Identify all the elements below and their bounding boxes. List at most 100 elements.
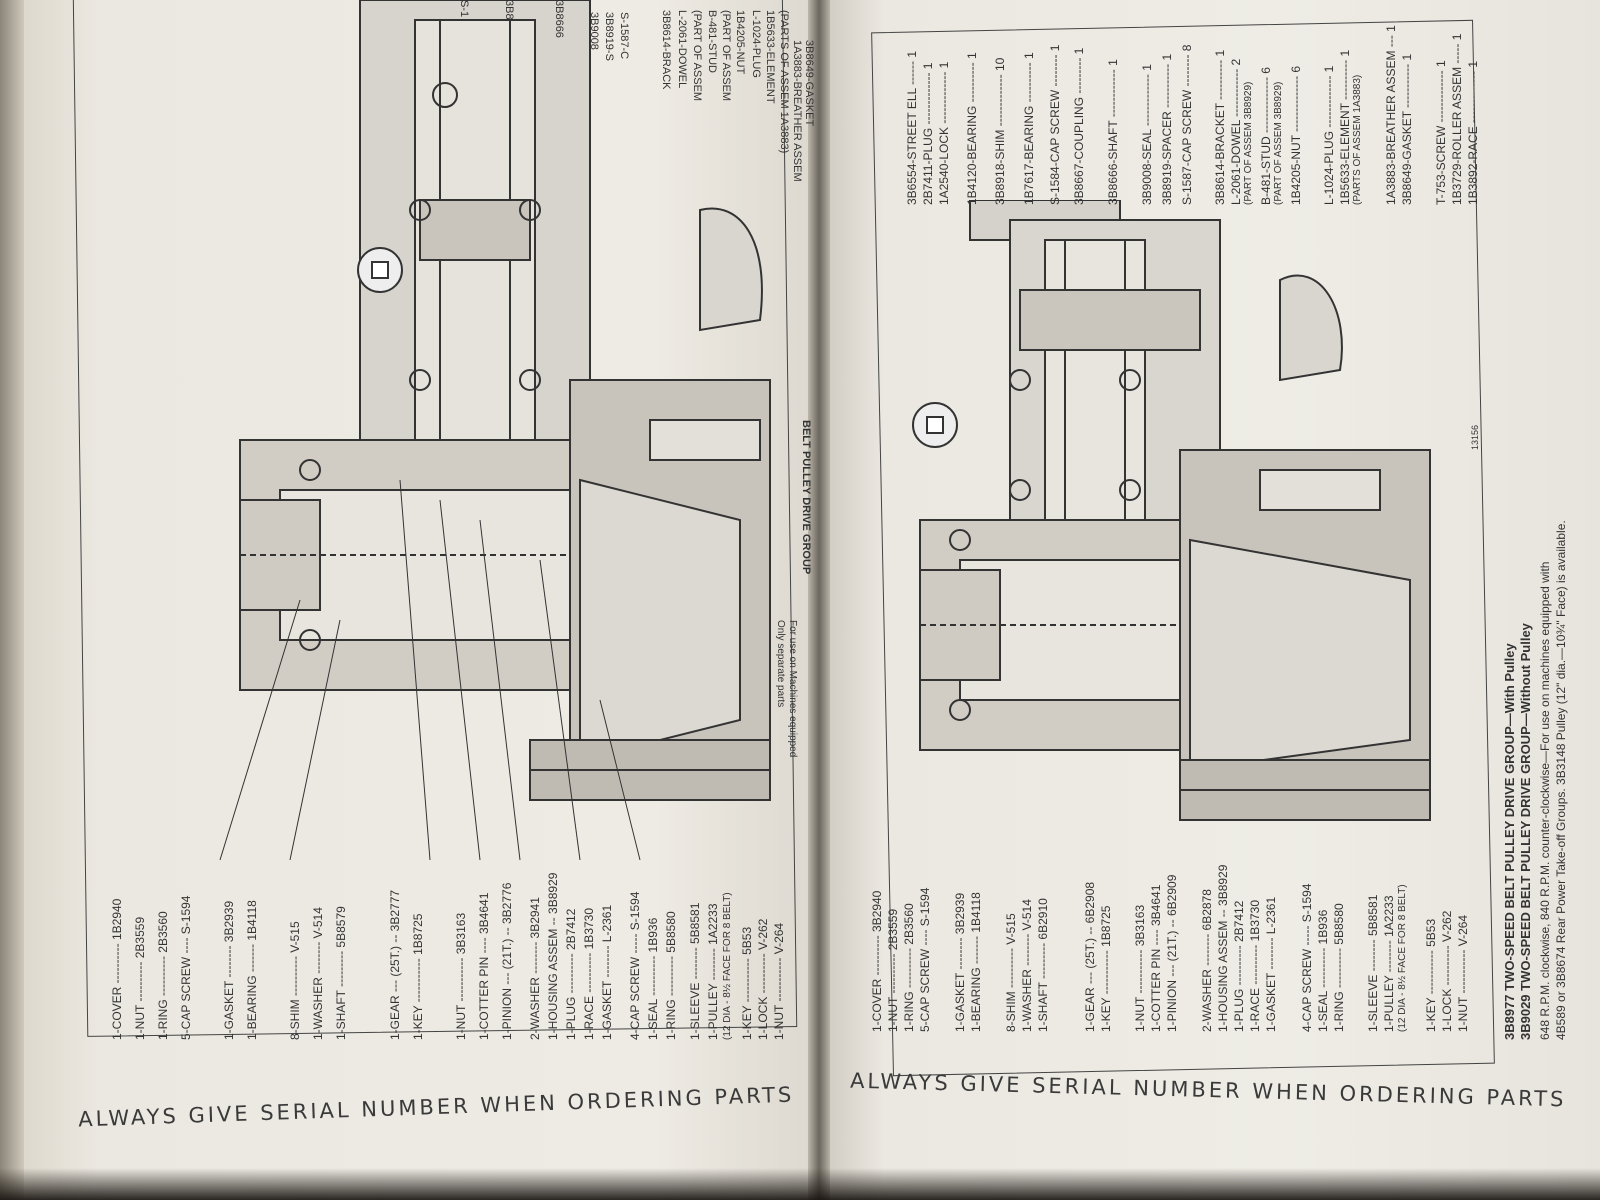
right-part-line: 4-CAP SCREW ----- S-1594 xyxy=(1300,883,1314,1032)
right-part-line: 2-WASHER -------- 6B2878 xyxy=(1200,889,1214,1032)
right-top-part: T-753-SCREW ------------- 1 xyxy=(1434,60,1448,205)
right-top-part: 1B3729-ROLLER ASSEM ----- 1 xyxy=(1450,33,1464,205)
left-part-line: 1-GASKET -------- L-2361 xyxy=(600,904,614,1040)
right-top-part: 2B7411-PLUG ------------- 1 xyxy=(921,62,935,205)
left-part-line: 1-NUT ----------- V-264 xyxy=(772,922,786,1040)
table-shadow xyxy=(0,1168,1600,1200)
caption-title-without-pulley: 3B9029 TWO-SPEED BELT PULLEY DRIVE GROUP… xyxy=(1518,623,1533,1040)
left-top-part: 3B8614-BRACK xyxy=(660,10,672,90)
left-part-line: 1-PULLEY -------- 1A2233 xyxy=(706,903,720,1041)
right-top-part: 1B7617-BEARING ---------- 1 xyxy=(1022,52,1036,205)
left-top-part: 3B8919-S xyxy=(603,12,615,61)
right-part-line: 1-GEAR --- (25T.) -- 6B2908 xyxy=(1083,881,1097,1032)
right-part-line: 1-COTTER PIN ---- 3B4641 xyxy=(1149,884,1163,1032)
figure-number: 13156 xyxy=(1470,424,1480,450)
caption-title-with-pulley: 3B8977 TWO-SPEED BELT PULLEY DRIVE GROUP… xyxy=(1502,643,1517,1040)
left-top-part: 1A3883-BREATHER ASSEM xyxy=(791,40,803,182)
right-top-part: S-1587-CAP SCREW -------- 8 xyxy=(1180,44,1194,205)
left-top-part: S-1 xyxy=(458,0,470,18)
right-part-line: 1-PLUG ---------- 2B7412 xyxy=(1232,900,1246,1032)
right-part-line: 8-SHIM ---------- V-515 xyxy=(1004,913,1018,1032)
right-top-part: 1B3892-RACE ------------- 1 xyxy=(1466,61,1480,205)
right-part-line: 1-GASKET -------- L-2361 xyxy=(1264,896,1278,1032)
left-top-part: 3B8666 xyxy=(553,0,565,38)
left-caption-title: BELT PULLEY DRIVE GROUP xyxy=(800,420,812,575)
left-part-line: 1-HOUSING ASSEM -- 3B8929 xyxy=(546,872,560,1040)
left-exploded-diagram xyxy=(219,0,771,860)
right-part-line: 1-RING ---------- 2B3560 xyxy=(902,903,916,1032)
book-gutter xyxy=(808,0,830,1200)
right-top-part: (PARTS OF ASSEM 1A3883) xyxy=(1352,74,1363,205)
right-part-line: 1-NUT ----------- 3B3163 xyxy=(1133,904,1147,1032)
left-top-part: (PART OF ASSEM xyxy=(691,10,703,102)
right-top-part: 3B8666-SHAFT ------------ 1 xyxy=(1106,59,1120,205)
right-part-line: 1-KEY ----------- 5B53 xyxy=(1424,918,1438,1032)
left-part-line: 1-COTTER PIN ---- 3B4641 xyxy=(477,892,491,1040)
right-top-part: 3B6554-STREET ELL ------ 1 xyxy=(905,50,919,205)
right-top-part: L-2061-DOWEL ------------ 2 xyxy=(1229,58,1243,205)
caption-takeoff-note: 4B589 or 3B8674 Rear Power Take-off Grou… xyxy=(1554,520,1568,1040)
right-top-part: L-1024-PLUG ------------- 1 xyxy=(1322,65,1336,205)
right-top-part: 3B8649-GASKET ----------- 1 xyxy=(1400,53,1414,205)
right-top-part: 3B8667-COUPLING --------- 1 xyxy=(1072,47,1086,205)
right-part-line: 1-LOCK ---------- V-262 xyxy=(1440,910,1454,1032)
left-part-line: 1-SEAL ---------- 1B936 xyxy=(646,917,660,1040)
right-part-line: 1-SHAFT --------- 6B2910 xyxy=(1036,898,1050,1032)
right-part-line: 1-SLEEVE -------- 5B8581 xyxy=(1366,894,1380,1032)
right-part-line: 1-NUT ----------- V-264 xyxy=(1456,914,1470,1032)
left-caption-line: Only separate parts xyxy=(775,620,786,708)
left-part-line: 1-RING ---------- 2B3560 xyxy=(156,911,170,1040)
right-top-part: 3B9008-SEAL ------------- 1 xyxy=(1140,64,1154,205)
left-top-part: S-1587-C xyxy=(618,12,630,60)
right-part-line: 1-PINION --- (21T.) -- 6B2909 xyxy=(1165,874,1179,1032)
left-part-line: 1-GASKET -------- 3B2939 xyxy=(222,900,236,1040)
left-part-line: 1-RACE ---------- 1B3730 xyxy=(582,907,596,1040)
left-part-line: 1-WASHER -------- V-514 xyxy=(311,907,325,1040)
left-caption-line: For use on Machines equipped xyxy=(787,620,798,758)
left-part-line: 1-LOCK ---------- V-262 xyxy=(756,918,770,1040)
left-top-part: L-1024-PLUG xyxy=(750,10,762,78)
left-part-line: 1-GEAR --- (25T.) -- 3B2777 xyxy=(388,889,402,1040)
right-top-part: 3B8614-BRACKET ---------- 1 xyxy=(1213,49,1227,205)
left-part-line: (12 DIA - 8½ FACE FOR 8 BELT) xyxy=(722,892,733,1040)
right-part-line: 1-PULLEY -------- 1A2233 xyxy=(1382,895,1396,1033)
left-top-part: 3B9008 xyxy=(588,12,600,50)
left-part-line: 1-PLUG ---------- 2B7412 xyxy=(564,908,578,1040)
right-top-part: 1B4205-NUT -------------- 6 xyxy=(1289,65,1303,205)
left-part-line: 1-RING ---------- 5B8580 xyxy=(664,911,678,1040)
left-part-line: 5-CAP SCREW ---- S-1594 xyxy=(179,895,193,1040)
right-top-part: 3B8919-SPACER ----------- 1 xyxy=(1160,53,1174,205)
right-part-line: 1-WASHER -------- V-514 xyxy=(1020,899,1034,1032)
left-top-part: 1B4205-NUT xyxy=(734,10,746,75)
left-part-line: 1-KEY ----------- 5B53 xyxy=(740,926,754,1040)
right-top-part: (PART OF ASSEM 3B8929) xyxy=(1273,81,1284,205)
left-part-line: 1-NUT ---------- 2B3559 xyxy=(133,916,147,1040)
right-part-line: 1-RACE ---------- 1B3730 xyxy=(1248,899,1262,1032)
left-top-part: L-2061-DOWEL xyxy=(676,10,688,89)
left-part-line: 8-SHIM ---------- V-515 xyxy=(288,921,302,1040)
right-top-part: (PART OF ASSEM 3B8929) xyxy=(1243,81,1254,205)
right-top-part: B-481-STUD -------------- 6 xyxy=(1259,67,1273,205)
right-part-line: 1-GASKET -------- 3B2939 xyxy=(953,892,967,1032)
left-part-line: 4-CAP SCREW ----- S-1594 xyxy=(628,891,642,1040)
left-part-line: 1-SHAFT --------- 5B8579 xyxy=(334,906,348,1040)
left-part-line: 1-COVER ---------- 1B2940 xyxy=(110,898,124,1040)
right-part-line: 5-CAP SCREW ---- S-1594 xyxy=(918,887,932,1032)
left-part-line: 1-BEARING ------- 1B4118 xyxy=(245,900,259,1040)
left-top-part: B-481-STUD xyxy=(706,10,718,73)
right-top-part: 3B8918-SHIM ------------- 10 xyxy=(993,57,1007,205)
left-part-line: 2-WASHER -------- 3B2941 xyxy=(528,897,542,1040)
right-part-line: 1-RING ---------- 5B8580 xyxy=(1332,903,1346,1032)
right-top-part: 1B5633-ELEMENT ---------- 1 xyxy=(1338,49,1352,205)
page-edge xyxy=(0,0,24,1200)
left-top-part: (PART OF ASSEM xyxy=(720,10,732,102)
right-part-line: 1-NUT ---------- 2B3559 xyxy=(886,908,900,1032)
right-part-line: 1-SEAL ---------- 1B936 xyxy=(1316,909,1330,1032)
caption-rpm-note: 648 R.P.M. clockwise, 840 R.P.M. counter… xyxy=(1538,561,1552,1040)
right-part-line: 1-KEY ----------- 1B8725 xyxy=(1099,905,1113,1032)
left-part-line: 1-PINION --- (21T.) -- 3B2776 xyxy=(500,882,514,1040)
left-part-line: 1-KEY ----------- 1B8725 xyxy=(411,913,425,1040)
right-part-line: 1-BEARING ------- 1B4118 xyxy=(969,892,983,1032)
right-part-line: 1-COVER ---------- 3B2940 xyxy=(870,890,884,1032)
